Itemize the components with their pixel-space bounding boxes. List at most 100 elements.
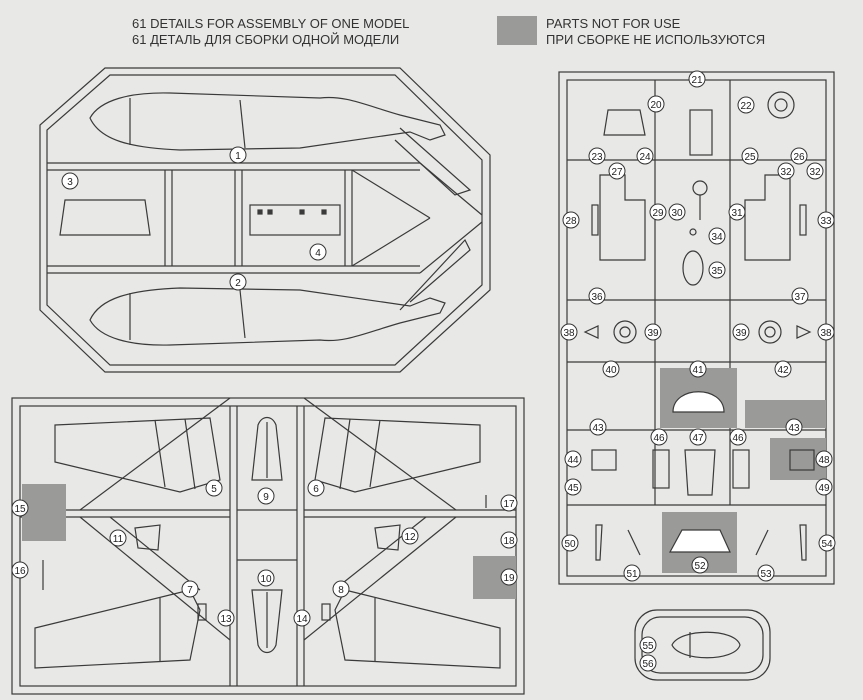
- part-28-33-cockpit-sides: [591, 174, 807, 261]
- svg-text:50: 50: [564, 539, 576, 550]
- part-48-plate: [789, 449, 815, 471]
- callout-36: 36: [588, 287, 606, 305]
- callout-39a: 39: [644, 323, 662, 341]
- part-50-54-small: [595, 524, 807, 561]
- svg-text:40: 40: [605, 365, 617, 376]
- svg-text:27: 27: [611, 167, 623, 178]
- callout-49: 49: [815, 478, 833, 496]
- callout-13: 13: [217, 609, 235, 627]
- callout-46a: 46: [650, 428, 668, 446]
- svg-text:34: 34: [711, 232, 723, 243]
- callout-1: 1: [229, 146, 247, 164]
- part-13-14-small: [197, 603, 331, 621]
- callout-24: 24: [636, 147, 654, 165]
- svg-text:15: 15: [14, 504, 26, 515]
- part-22-disc: [767, 91, 795, 119]
- callout-43b: 43: [785, 418, 803, 436]
- part-38-39-wheels: [583, 320, 812, 344]
- part-7-wing-lower-left: [34, 589, 201, 669]
- callout-54: 54: [818, 534, 836, 552]
- callout-2: 2: [229, 273, 247, 291]
- callout-45: 45: [564, 478, 582, 496]
- part-20-canopy: [603, 109, 646, 136]
- svg-text:9: 9: [263, 492, 269, 503]
- callout-3: 3: [61, 172, 79, 190]
- svg-text:48: 48: [818, 455, 830, 466]
- svg-text:43: 43: [788, 423, 800, 434]
- svg-text:7: 7: [187, 585, 193, 596]
- callout-38a: 38: [560, 323, 578, 341]
- shaded-part-42-43-area: [745, 400, 826, 428]
- svg-text:54: 54: [821, 539, 833, 550]
- svg-text:56: 56: [642, 659, 654, 670]
- svg-text:23: 23: [591, 152, 603, 163]
- header-title-en: 61 DETAILS FOR ASSEMBLY OF ONE MODEL: [132, 16, 410, 31]
- callout-4: 4: [309, 243, 327, 261]
- svg-text:32: 32: [809, 167, 821, 178]
- callout-28: 28: [562, 211, 580, 229]
- callout-40: 40: [602, 360, 620, 378]
- callout-20: 20: [647, 95, 665, 113]
- svg-text:17: 17: [503, 499, 515, 510]
- svg-text:20: 20: [650, 100, 662, 111]
- callout-50: 50: [561, 534, 579, 552]
- part-5-wing-left: [54, 417, 221, 493]
- callout-39b: 39: [732, 323, 750, 341]
- part-2-fuselage-half: [89, 238, 471, 346]
- callout-12: 12: [401, 527, 419, 545]
- svg-text:33: 33: [820, 216, 832, 227]
- svg-text:12: 12: [404, 532, 416, 543]
- sprue-b-frame: [11, 397, 525, 695]
- svg-text:1: 1: [235, 151, 241, 162]
- callout-43a: 43: [589, 418, 607, 436]
- callout-11: 11: [109, 529, 127, 547]
- part-4-small-parts: [249, 204, 341, 236]
- part-1-fuselage-half: [89, 92, 472, 196]
- callout-26: 26: [790, 147, 808, 165]
- svg-text:8: 8: [338, 585, 344, 596]
- svg-text:53: 53: [760, 569, 772, 580]
- svg-text:22: 22: [740, 101, 752, 112]
- svg-text:55: 55: [642, 641, 654, 652]
- callout-22: 22: [737, 96, 755, 114]
- callout-55: 55: [639, 636, 657, 654]
- svg-text:30: 30: [671, 208, 683, 219]
- callouts: 1 2 3 4 5 6 7 8 9 10 11 12 13 14 15 16 1…: [11, 70, 836, 672]
- svg-text:36: 36: [591, 292, 603, 303]
- svg-text:31: 31: [731, 208, 743, 219]
- svg-text:26: 26: [793, 152, 805, 163]
- callout-44: 44: [564, 450, 582, 468]
- svg-text:2: 2: [235, 278, 241, 289]
- svg-text:5: 5: [211, 484, 217, 495]
- part-52-instrument-panel: [668, 529, 731, 553]
- part-9-fin: [251, 416, 283, 481]
- svg-text:39: 39: [735, 328, 747, 339]
- callout-10: 10: [257, 569, 275, 587]
- callout-8: 8: [332, 580, 350, 598]
- callout-35: 35: [708, 261, 726, 279]
- callout-25: 25: [741, 147, 759, 165]
- svg-text:29: 29: [652, 208, 664, 219]
- svg-text:19: 19: [503, 573, 515, 584]
- callout-32b: 32: [806, 162, 824, 180]
- svg-text:38: 38: [820, 328, 832, 339]
- callout-29: 29: [649, 203, 667, 221]
- svg-text:28: 28: [565, 216, 577, 227]
- callout-15: 15: [11, 499, 29, 517]
- callout-33: 33: [817, 211, 835, 229]
- svg-text:47: 47: [692, 433, 704, 444]
- callout-32a: 32: [777, 162, 795, 180]
- svg-text:43: 43: [592, 423, 604, 434]
- callout-18: 18: [500, 531, 518, 549]
- part-21-panel: [689, 109, 713, 156]
- part-3-canopy-frame: [59, 199, 151, 236]
- svg-text:37: 37: [794, 292, 806, 303]
- svg-text:52: 52: [694, 561, 706, 572]
- svg-text:21: 21: [691, 75, 703, 86]
- svg-text:39: 39: [647, 328, 659, 339]
- part-8-wing-lower-right: [334, 589, 501, 669]
- callout-37: 37: [791, 287, 809, 305]
- callout-38b: 38: [817, 323, 835, 341]
- callout-41: 41: [689, 360, 707, 378]
- svg-text:11: 11: [113, 534, 124, 545]
